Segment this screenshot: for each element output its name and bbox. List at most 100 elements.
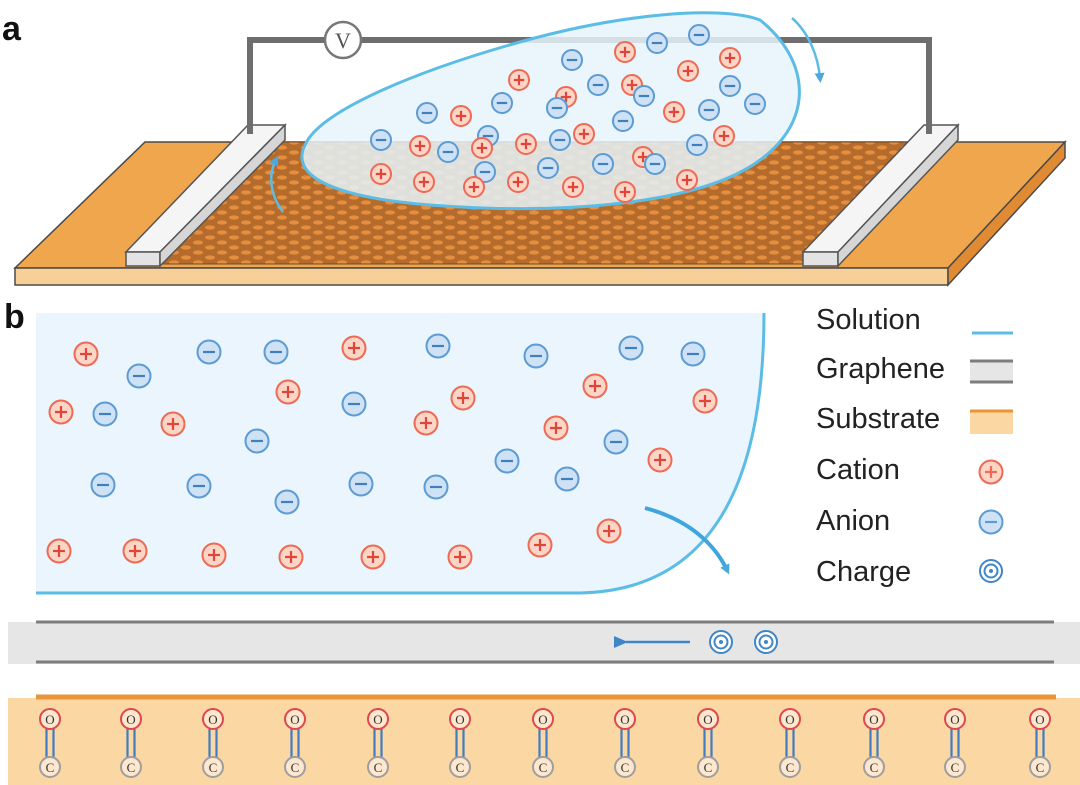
cation-icon [573,123,595,145]
carbon-atom-label: C [127,760,136,775]
oxygen-atom [39,708,61,730]
oxygen-atom [284,708,306,730]
carbon-atom [284,756,306,778]
cation-icon [562,176,584,198]
oxygen-atom [863,708,885,730]
cation-icon [409,135,431,157]
co-molecule: OC [532,708,554,778]
anion-icon [274,489,300,515]
anion-icon [196,339,222,365]
carbon-atom-label: C [291,760,300,775]
legend-label-cation: Cation [816,454,900,486]
anion-icon [549,129,571,151]
oxygen-atom-label: O [290,712,299,727]
anion-icon [370,129,392,151]
co-molecule: OC [1029,708,1051,778]
cation-icon [515,133,537,155]
co-molecule: OC [863,708,885,778]
solution-boundary [36,312,766,595]
anion-icon [416,102,438,124]
anion-icon [688,24,710,46]
charge-icon [979,559,1003,583]
legend-label-charge: Charge [816,556,912,588]
substrate-slab-front [14,267,949,286]
cation-icon [596,518,622,544]
anion-icon [592,153,614,175]
cation-icon [46,538,72,564]
anion-icon [425,333,451,359]
co-molecule: OC [779,708,801,778]
co-molecule: OC [202,708,224,778]
carbon-atom-label: C [786,760,795,775]
anion-icon [186,473,212,499]
cation-icon [463,176,485,198]
cation-icon [582,373,608,399]
cation-icon [447,544,473,570]
carbon-atom-label: C [539,760,548,775]
oxygen-atom-label: O [45,712,54,727]
oxygen-atom [367,708,389,730]
carbon-atom-label: C [621,760,630,775]
carbon-atom [367,756,389,778]
charge-icon [709,630,733,654]
anion-icon [244,428,270,454]
carbon-atom [697,756,719,778]
panel-label-a: a [2,10,21,48]
panel-a: V [13,11,1067,287]
oxygen-atom [449,708,471,730]
anion-icon [698,99,720,121]
anion-icon [423,474,449,500]
minus-ion-icon [978,509,1004,535]
charge-icon [754,630,778,654]
cation-icon [663,101,685,123]
anion-icon [646,32,668,54]
cation-icon [413,171,435,193]
flow-arrow-b [644,506,730,575]
carbon-atom-label: C [870,760,879,775]
cation-icon [471,137,493,159]
anion-icon [612,110,634,132]
anion-icon [644,153,666,175]
graphene-bar-icon [970,359,1013,384]
oxygen-atom-label: O [455,712,464,727]
anion-icon [537,157,559,179]
oxygen-atom-label: O [620,712,629,727]
legend-label-substrate: Substrate [816,403,941,435]
anion-icon [686,134,708,156]
anion-icon [126,363,152,389]
anion-icon [680,341,706,367]
cation-icon [341,335,367,361]
anion-icon [744,93,766,115]
cation-icon [275,379,301,405]
cation-icon [508,69,530,91]
anion-icon [603,429,629,455]
legend-label-anion: Anion [816,505,891,537]
oxygen-atom [120,708,142,730]
anion-icon [618,335,644,361]
co-molecule: OC [284,708,306,778]
oxygen-atom-label: O [126,712,135,727]
voltmeter-label: V [335,28,351,53]
anion-icon [494,448,520,474]
anion-icon [633,85,655,107]
panel-a-ions [370,24,766,203]
graphene-band [8,622,1080,664]
cation-icon [647,447,673,473]
substrate-slab-side [947,140,1066,287]
co-molecule: OC [39,708,61,778]
carbon-atom-label: C [704,760,713,775]
carbon-atom-label: C [951,760,960,775]
co-molecule: OC [944,708,966,778]
oxygen-atom-label: O [950,712,959,727]
cation-icon [692,388,718,414]
carbon-atom [120,756,142,778]
cation-icon [614,41,636,63]
carbon-atom [39,756,61,778]
solution-region [36,313,764,593]
carbon-atom [944,756,966,778]
cation-icon [370,163,392,185]
cation-icon [677,60,699,82]
cation-icon [676,169,698,191]
carbon-atom [532,756,554,778]
cation-icon [450,105,472,127]
